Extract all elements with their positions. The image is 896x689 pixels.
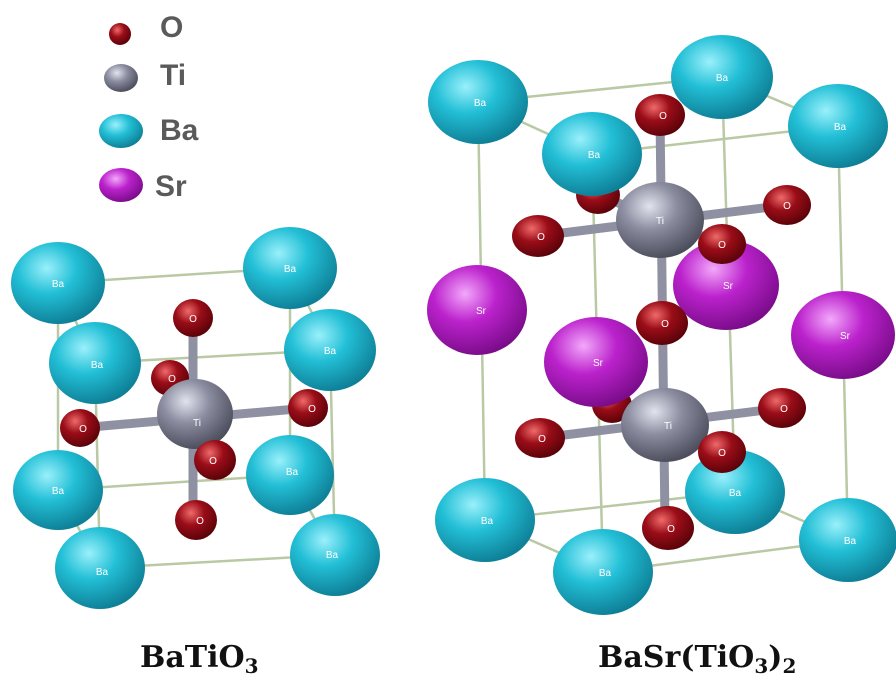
svg-text:Ba: Ba bbox=[286, 467, 299, 478]
o-atom: O bbox=[60, 409, 100, 447]
svg-text:Sr: Sr bbox=[840, 331, 851, 342]
o-atom: O bbox=[194, 440, 236, 480]
svg-text:O: O bbox=[718, 448, 726, 459]
legend-item-titanium: Ti bbox=[104, 59, 186, 92]
svg-text:Ti: Ti bbox=[193, 418, 201, 429]
formula-main: BaTiO bbox=[140, 640, 245, 675]
ba-atom: Ba bbox=[685, 450, 785, 534]
ba-atom: Ba bbox=[788, 84, 888, 168]
strontium-atom-icon bbox=[99, 168, 143, 202]
svg-text:Ba: Ba bbox=[588, 150, 601, 161]
formula-prefix: BaSr(TiO bbox=[598, 640, 755, 675]
o-atom: O bbox=[515, 418, 565, 458]
ba-atom: Ba bbox=[49, 322, 141, 404]
ba-atom: Ba bbox=[243, 227, 337, 309]
o-atom: O bbox=[175, 500, 217, 540]
legend-item-barium: Ba bbox=[99, 114, 199, 148]
svg-text:Sr: Sr bbox=[723, 281, 734, 292]
sr-atom: Sr bbox=[791, 291, 895, 379]
ba-atom: Ba bbox=[290, 514, 380, 596]
legend-label-oxygen: O bbox=[160, 11, 183, 44]
svg-text:Ba: Ba bbox=[284, 264, 297, 275]
ti-atom: Ti bbox=[621, 388, 709, 462]
svg-text:Ba: Ba bbox=[716, 73, 729, 84]
formula-label-basr-tio3-2: BaSr(TiO3)2 bbox=[598, 640, 796, 678]
ba-atom: Ba bbox=[435, 478, 535, 562]
basr-tio3-2-cell: Ba Ba Ba Sr Sr O bbox=[427, 35, 896, 615]
svg-text:Ti: Ti bbox=[656, 216, 664, 227]
o-atom: O bbox=[698, 431, 746, 473]
svg-text:Ba: Ba bbox=[52, 279, 65, 290]
ti-atom: Ti bbox=[616, 182, 704, 258]
svg-text:O: O bbox=[718, 240, 726, 251]
svg-text:Ba: Ba bbox=[326, 550, 339, 561]
svg-text:O: O bbox=[168, 374, 176, 385]
ba-atom: Ba bbox=[542, 112, 642, 196]
sr-atom: Sr bbox=[427, 265, 527, 355]
svg-text:O: O bbox=[780, 404, 788, 415]
svg-text:Ba: Ba bbox=[96, 567, 109, 578]
svg-text:O: O bbox=[189, 314, 197, 325]
sr-atom: Sr bbox=[544, 317, 648, 407]
svg-text:Ba: Ba bbox=[729, 488, 742, 499]
svg-text:Ba: Ba bbox=[324, 346, 337, 357]
o-atom: O bbox=[173, 299, 213, 337]
legend: O Ti Ba Sr bbox=[99, 11, 199, 203]
legend-item-oxygen: O bbox=[109, 11, 183, 45]
o-atom: O bbox=[288, 389, 328, 427]
legend-label-strontium: Sr bbox=[155, 170, 187, 203]
svg-text:O: O bbox=[661, 319, 669, 330]
o-atom: O bbox=[512, 215, 564, 257]
ba-atom: Ba bbox=[13, 450, 103, 530]
svg-text:Ti: Ti bbox=[664, 421, 672, 432]
svg-text:Ba: Ba bbox=[91, 360, 104, 371]
titanium-atom-icon bbox=[104, 64, 138, 92]
svg-text:O: O bbox=[79, 424, 87, 435]
svg-text:Ba: Ba bbox=[834, 122, 847, 133]
legend-label-barium: Ba bbox=[160, 114, 199, 147]
svg-text:Ba: Ba bbox=[474, 98, 487, 109]
formula-subscript: 3 bbox=[754, 654, 769, 678]
ba-atom: Ba bbox=[284, 309, 376, 391]
svg-text:Ba: Ba bbox=[52, 486, 65, 497]
svg-text:O: O bbox=[209, 456, 217, 467]
legend-label-titanium: Ti bbox=[160, 59, 186, 92]
svg-text:Ba: Ba bbox=[481, 516, 494, 527]
svg-text:O: O bbox=[537, 232, 545, 243]
svg-text:O: O bbox=[667, 524, 675, 535]
formula-subscript: 2 bbox=[782, 654, 797, 678]
o-atom: O bbox=[763, 185, 811, 225]
batio3-unit-cell: Ba Ba Ba Ba O O bbox=[11, 227, 380, 609]
o-atom: O bbox=[698, 224, 746, 264]
svg-text:O: O bbox=[196, 516, 204, 527]
svg-text:O: O bbox=[659, 111, 667, 122]
o-atom: O bbox=[642, 506, 694, 550]
o-atom: O bbox=[758, 388, 806, 428]
svg-text:Sr: Sr bbox=[476, 306, 487, 317]
svg-text:Ba: Ba bbox=[599, 568, 612, 579]
sr-atom: Sr bbox=[673, 240, 779, 330]
ti-atom: Ti bbox=[157, 379, 233, 449]
o-atom: O bbox=[636, 301, 688, 345]
ba-atom: Ba bbox=[11, 242, 105, 324]
ba-atom: Ba bbox=[55, 527, 145, 609]
ba-atom: Ba bbox=[553, 529, 653, 615]
oxygen-atom-icon bbox=[109, 23, 131, 45]
barium-atom-icon bbox=[99, 114, 143, 148]
svg-text:Sr: Sr bbox=[593, 358, 604, 369]
svg-text:O: O bbox=[538, 434, 546, 445]
legend-item-strontium: Sr bbox=[99, 168, 187, 203]
ba-atom: Ba bbox=[799, 498, 896, 582]
formula-close-paren: ) bbox=[768, 640, 783, 675]
formula-subscript: 3 bbox=[244, 654, 259, 678]
ba-atom: Ba bbox=[246, 435, 334, 515]
formula-label-batio3: BaTiO3 bbox=[140, 640, 259, 678]
ba-atom: Ba bbox=[428, 60, 528, 144]
svg-text:Ba: Ba bbox=[844, 536, 857, 547]
o-atom: O bbox=[635, 94, 685, 136]
svg-text:O: O bbox=[783, 201, 791, 212]
svg-text:O: O bbox=[308, 404, 316, 415]
ba-atom: Ba bbox=[671, 35, 773, 119]
